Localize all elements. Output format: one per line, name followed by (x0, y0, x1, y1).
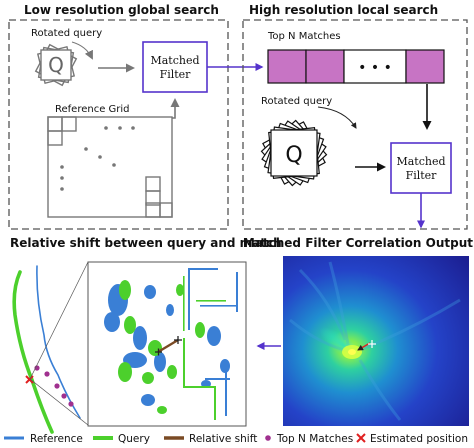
correlation-heatmap (283, 256, 469, 426)
local-matched-filter-box (390, 142, 452, 194)
shift-title: Relative shift between query and match (10, 236, 282, 250)
reference-grid-dots (60, 126, 135, 191)
legend-item-query: Query (93, 433, 150, 445)
legend-item-reference: Reference (4, 433, 83, 445)
estimated-position-marker-icon (25, 375, 34, 384)
global-query-letter: Q (48, 53, 64, 77)
global-search-panel (8, 19, 229, 230)
global-rotated-query-label: Rotated query (31, 28, 102, 39)
global-rotation-arrow-icon (71, 41, 93, 60)
top-n-matches-label: Top N Matches (267, 31, 341, 42)
query-route (12, 270, 54, 434)
reference-route (36, 265, 81, 419)
legend-label-query: Query (118, 433, 150, 445)
local-search-panel (242, 19, 468, 230)
local-rotated-query-label: Rotated query (261, 96, 332, 107)
global-matched-filter-line1: Matched (150, 54, 199, 67)
local-rotated-query-stack (260, 119, 328, 187)
local-query-letter: Q (285, 143, 302, 168)
route-overview (12, 265, 81, 434)
reference-grid (47, 116, 173, 218)
relative-shift-marker (155, 336, 182, 356)
shift-zoom-inset (87, 261, 247, 427)
global-rotated-query-stack (34, 43, 78, 87)
local-matched-filter-line1: Matched (396, 155, 445, 168)
global-search-title: Low resolution global search (24, 3, 219, 17)
legend-label-reference: Reference (30, 433, 83, 445)
local-search-title: High resolution local search (249, 3, 438, 17)
top-n-matches-strip (267, 49, 445, 84)
legend-label-estimated-position: Estimated position (370, 433, 468, 445)
correlation-title: Matched Filter Correlation Output (243, 236, 473, 250)
local-matched-filter-line2: Filter (406, 169, 438, 182)
legend-label-top-n-matches: Top N Matches (276, 433, 353, 445)
reference-grid-label: Reference Grid (55, 104, 130, 115)
legend-label-relative-shift: Relative shift (189, 433, 257, 445)
global-matched-filter-box (142, 41, 208, 93)
legend-item-relative-shift: Relative shift (164, 433, 257, 445)
correlation-crosshair-icon (368, 340, 376, 348)
zoom-guide-lines (29, 261, 89, 426)
top-n-matches-dots: • • • (358, 60, 392, 76)
global-matched-filter-line2: Filter (160, 68, 192, 81)
local-rotation-arrow-icon (317, 106, 357, 129)
top-n-match-markers (34, 365, 74, 407)
legend-item-estimated-position: Estimated position (356, 433, 468, 445)
query-point-cloud (118, 276, 226, 420)
reference-point-cloud (104, 268, 238, 416)
legend: Reference Query Relative shift Top N Mat… (4, 433, 468, 445)
legend-item-top-n-matches: Top N Matches (265, 433, 353, 445)
grid-to-filter-arrow (170, 98, 180, 119)
legend-x-icon (356, 433, 366, 443)
